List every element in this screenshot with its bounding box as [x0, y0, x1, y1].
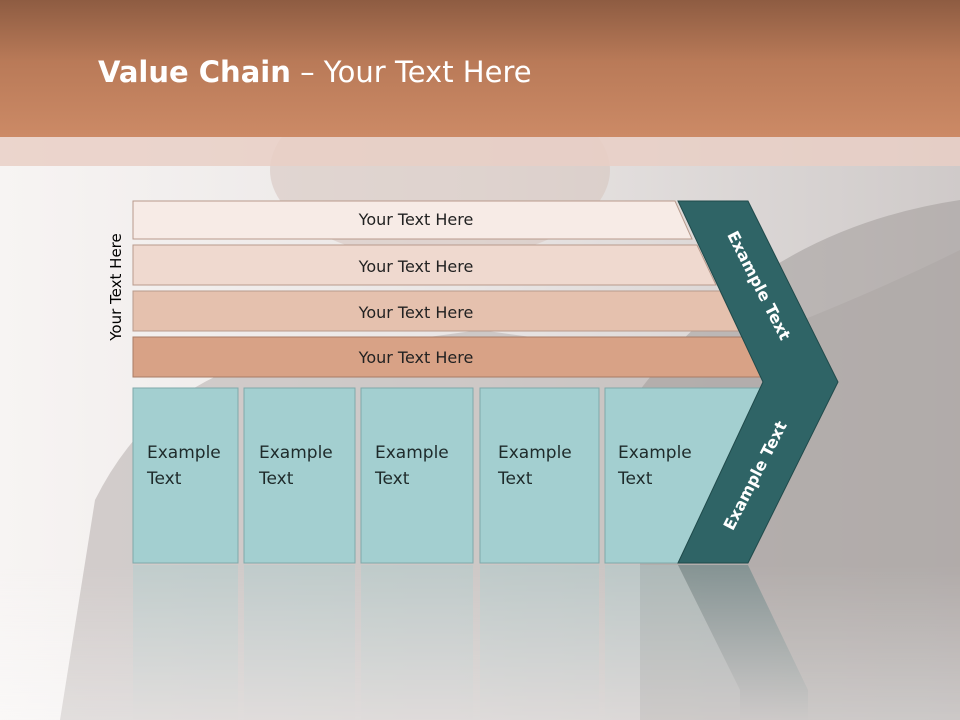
bar-2 [132, 244, 717, 286]
cell-3-line2: Text [375, 469, 410, 489]
cell-4-line2: Text [498, 469, 533, 489]
title-rest: – Your Text Here [290, 55, 532, 89]
cell-4-label: Example Text [498, 440, 572, 492]
cell-3-label: Example Text [375, 440, 449, 492]
cell-3 [360, 387, 474, 564]
chevron-arrow [677, 200, 839, 564]
cell-2-line1: Example [259, 443, 333, 463]
bar-1 [132, 200, 693, 240]
cell-2-label: Example Text [259, 440, 333, 492]
title-bold: Value Chain [98, 55, 291, 89]
slide-title: Value Chain – Your Text Here [98, 55, 532, 89]
bar-3-label: Your Text Here [358, 303, 474, 322]
bar-1-label: Your Text Here [358, 210, 474, 229]
cell-5-label: Example Text [618, 440, 692, 492]
cell-3-line1: Example [375, 443, 449, 463]
cell-1 [132, 387, 239, 564]
cell-5-line1: Example [618, 443, 692, 463]
cell-2 [243, 387, 356, 564]
cell-1-line2: Text [147, 469, 182, 489]
cell-1-line1: Example [147, 443, 221, 463]
cell-2-line2: Text [259, 469, 294, 489]
cell-5-line2: Text [618, 469, 653, 489]
bar-2-label: Your Text Here [358, 257, 474, 276]
header-bar [0, 0, 960, 137]
header-band [0, 137, 960, 166]
bar-4-label: Your Text Here [358, 348, 474, 367]
cell-1-label: Example Text [147, 440, 221, 492]
cell-4-line1: Example [498, 443, 572, 463]
cell-4 [479, 387, 600, 564]
